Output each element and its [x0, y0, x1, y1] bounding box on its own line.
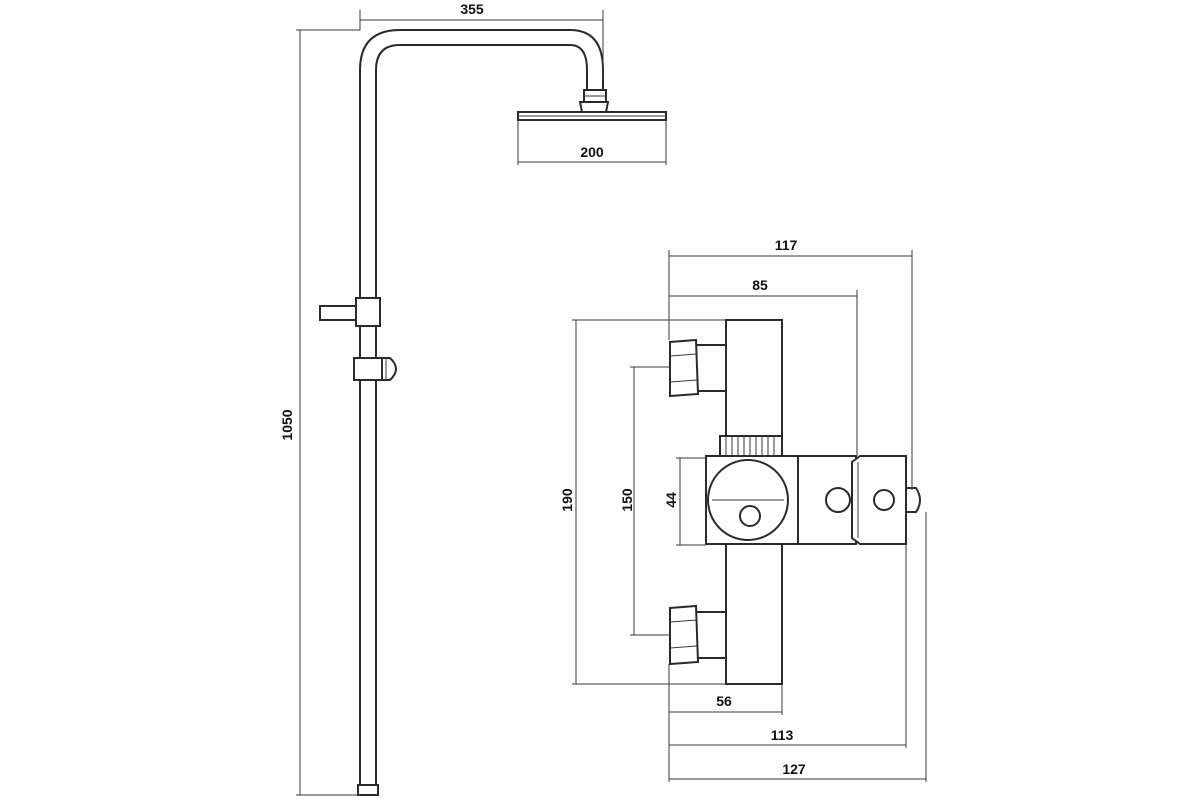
hand-shower-holder [353, 357, 397, 381]
label-mixer-body-depth: 85 [752, 277, 768, 293]
temperature-handle [851, 455, 921, 545]
inlet-lower [669, 604, 727, 666]
label-inlet-depth: 56 [716, 693, 732, 709]
dimension-inlet-depth [668, 664, 783, 715]
label-arm-reach: 355 [460, 1, 484, 17]
dimension-column-height [296, 29, 360, 796]
shower-column [359, 29, 607, 795]
dimension-head-width [517, 120, 667, 165]
dimension-arm-reach [359, 10, 604, 80]
mixer-body [705, 319, 857, 685]
label-inlet-spacing: 150 [619, 488, 635, 512]
label-depth-to-handle: 113 [771, 727, 794, 743]
dimension-outlet-height [676, 457, 706, 546]
dimension-depth-to-handle [668, 544, 907, 748]
inlet-upper [669, 338, 727, 398]
dimension-depth-overall [668, 512, 927, 782]
label-head-width: 200 [580, 144, 604, 160]
dimension-inlet-spacing [630, 366, 670, 636]
label-mixer-overall-width: 117 [775, 237, 798, 253]
column-end-cap [357, 784, 379, 796]
shower-head [517, 101, 667, 121]
label-column-height: 1050 [279, 409, 295, 440]
dimension-mixer-height [572, 319, 726, 685]
label-mixer-height: 190 [559, 488, 575, 512]
label-outlet-height: 44 [663, 492, 679, 508]
label-depth-overall: 127 [782, 761, 806, 777]
dimension-mixer-body-depth [668, 290, 858, 456]
diverter-lever [319, 297, 381, 327]
